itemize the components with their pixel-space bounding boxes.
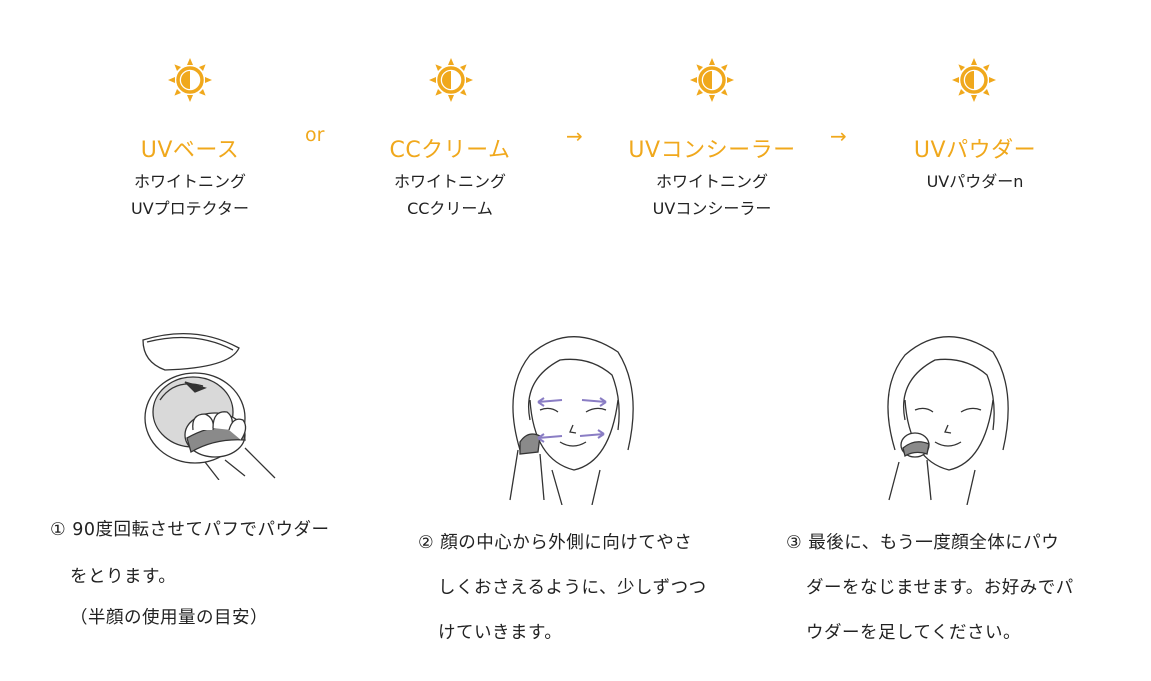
step-title-uv-powder: UVパウダー	[913, 138, 1037, 163]
product-name-line: UVパウダーn	[926, 172, 1024, 191]
instruction-line: ① 90度回転させてパフでパウダー	[50, 520, 330, 540]
instruction-line: しくおさえるように、少しずつつ	[438, 578, 707, 598]
instruction-line: をとります。	[70, 567, 177, 587]
instruction-line: ダーをなじませます。お好みでパ	[806, 578, 1074, 598]
product-name-line: ホワイトニング	[133, 172, 246, 191]
product-name-line: UVプロテクター	[130, 199, 250, 218]
face-with-puff-illustration	[887, 336, 1009, 505]
instruction-line: ウダーを足してください。	[806, 623, 1021, 643]
instruction-line: ③ 最後に、もう一度顔全体にパウ	[786, 533, 1060, 553]
step-title-cc-cream: CCクリーム	[389, 138, 511, 163]
sun-icon	[168, 58, 212, 102]
connector-arrow: →	[830, 124, 847, 148]
sun-icon	[952, 58, 996, 102]
compact-puff-illustration	[142, 333, 276, 480]
product-name-line: CCクリーム	[407, 199, 493, 218]
product-name-line: ホワイトニング	[393, 172, 506, 191]
instruction-line: （半顔の使用量の目安）	[70, 608, 268, 628]
step-title-uv-concealer: UVコンシーラー	[628, 138, 796, 163]
connector-or: or	[305, 124, 325, 146]
instruction-line: けていきます。	[438, 623, 563, 643]
face-with-arrows-illustration	[509, 336, 634, 505]
step-title-uv-base: UVベース	[140, 138, 240, 163]
sun-icon	[429, 58, 473, 102]
product-name-line: UVコンシーラー	[652, 199, 772, 218]
sun-icon	[690, 58, 734, 102]
connector-arrow: →	[566, 124, 583, 148]
instruction-line: ② 顔の中心から外側に向けてやさ	[418, 533, 693, 553]
product-name-line: ホワイトニング	[655, 172, 768, 191]
